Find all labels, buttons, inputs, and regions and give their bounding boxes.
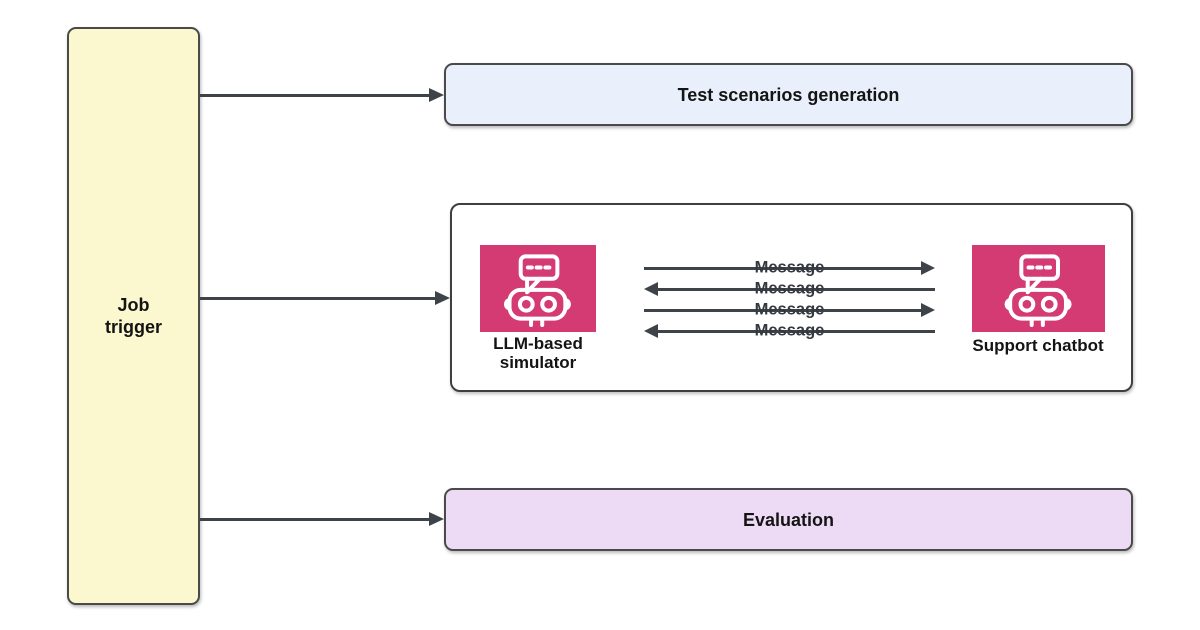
connector-line <box>200 93 434 97</box>
message-line <box>644 266 927 270</box>
support-chatbot-tile <box>972 245 1105 332</box>
node-test-scenarios-generation: Test scenarios generation <box>444 63 1133 126</box>
evaluation-label: Evaluation <box>742 509 835 530</box>
job-trigger-label-line2: trigger <box>104 317 162 337</box>
arrow-right-icon <box>921 303 935 317</box>
connector-line <box>200 517 434 521</box>
chatbot-robot-icon <box>503 254 571 327</box>
message-label: Message <box>754 258 825 277</box>
node-simulation-container: LLM-based simulator Message Message Mess… <box>450 203 1133 392</box>
arrow-left-icon <box>644 324 658 338</box>
node-job-trigger: Job trigger <box>67 27 200 605</box>
job-trigger-label: Job trigger <box>105 294 162 338</box>
message-label: Message <box>754 321 825 340</box>
chatbot-robot-icon <box>1004 254 1072 327</box>
message-arrow-2: Message <box>644 279 935 299</box>
message-label: Message <box>754 300 825 319</box>
message-arrow-1: Message <box>644 258 935 278</box>
llm-simulator-label-line1: LLM-based <box>493 334 583 353</box>
connector-job-to-evaluation <box>200 511 444 527</box>
test-scenarios-label: Test scenarios generation <box>677 84 900 105</box>
arrow-right-icon <box>429 512 444 526</box>
message-label: Message <box>754 279 825 298</box>
support-chatbot-label: Support chatbot <box>972 336 1104 355</box>
message-arrow-3: Message <box>644 300 935 320</box>
llm-simulator-tile <box>480 245 596 332</box>
connector-job-to-simulation <box>200 290 450 306</box>
connector-line <box>200 296 440 300</box>
llm-simulator-label-line2: simulator <box>499 353 577 372</box>
job-trigger-label-line1: Job <box>117 295 150 315</box>
node-evaluation: Evaluation <box>444 488 1133 551</box>
arrow-right-icon <box>921 261 935 275</box>
arrow-right-icon <box>429 88 444 102</box>
arrow-right-icon <box>435 291 450 305</box>
connector-job-to-test-scenarios <box>200 87 444 103</box>
llm-simulator-label: LLM-based simulator <box>458 334 618 372</box>
message-line <box>644 308 927 312</box>
message-line <box>652 329 935 333</box>
message-arrow-4: Message <box>644 321 935 341</box>
message-line <box>652 287 935 291</box>
arrow-left-icon <box>644 282 658 296</box>
